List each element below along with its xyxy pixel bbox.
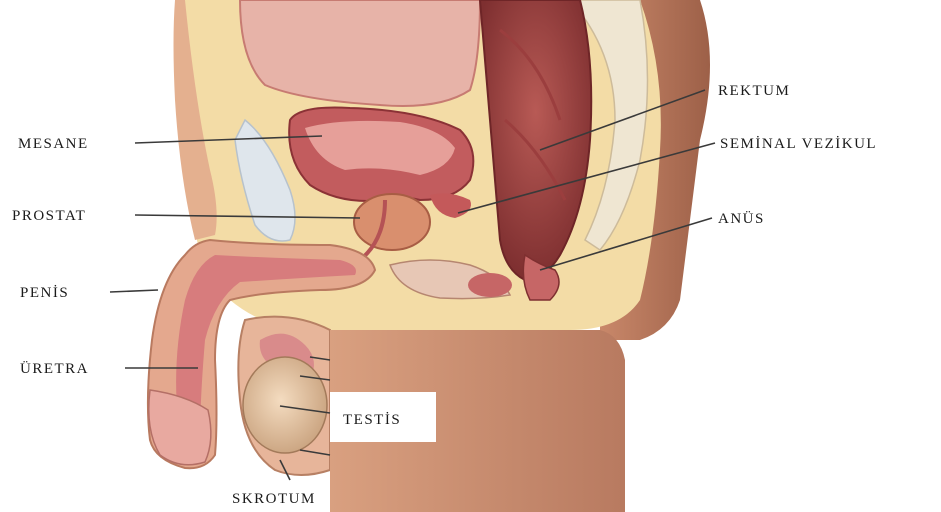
label-testis: TESTİS [343,412,401,428]
label-mesane: MESANE [18,136,89,152]
leader-penis [110,290,158,292]
label-uretra: ÜRETRA [20,360,89,377]
label-seminal-vezikul: SEMİNAL VEZİKUL [720,136,877,152]
bulbospongiosus [468,273,512,297]
label-rektum: REKTUM [718,83,790,99]
label-prostat: PROSTAT [12,208,86,224]
label-anus: ANÜS [718,210,765,227]
peritoneum [240,0,480,106]
label-skrotum: SKROTUM [232,491,316,507]
prostate [354,194,430,250]
label-penis: PENİS [20,285,69,301]
testis [243,357,327,453]
